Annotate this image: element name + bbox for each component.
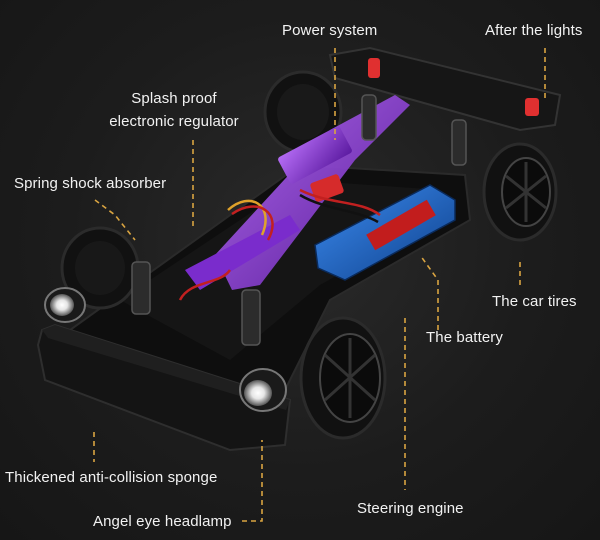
shock-absorbers xyxy=(131,94,467,346)
wiring xyxy=(178,188,381,301)
label-after-the-lights: After the lights xyxy=(485,22,583,39)
label-car-tires: The car tires xyxy=(492,293,577,310)
label-splash-proof-line2: electronic regulator xyxy=(109,113,239,130)
rear-right-tire xyxy=(482,142,558,242)
esc-block xyxy=(310,174,344,202)
label-splash-proof-regulator: Splash proof electronic regulator xyxy=(103,89,245,132)
label-power-system: Power system xyxy=(282,22,378,39)
label-splash-proof-line1: Splash proof xyxy=(131,90,217,107)
callout-leaders xyxy=(93,48,546,522)
battery-pack xyxy=(314,184,456,281)
front-right-tire xyxy=(299,316,387,440)
front-left-tire xyxy=(60,226,140,310)
label-spring-shock-absorber: Spring shock absorber xyxy=(14,175,167,192)
front-bumper-sponge xyxy=(36,323,292,452)
label-battery: The battery xyxy=(426,329,503,346)
headlamps xyxy=(44,287,287,412)
label-angel-eye-headlamp: Angel eye headlamp xyxy=(93,513,232,530)
label-steering-engine: Steering engine xyxy=(357,500,464,517)
label-anti-collision-sponge: Thickened anti-collision sponge xyxy=(5,469,218,486)
